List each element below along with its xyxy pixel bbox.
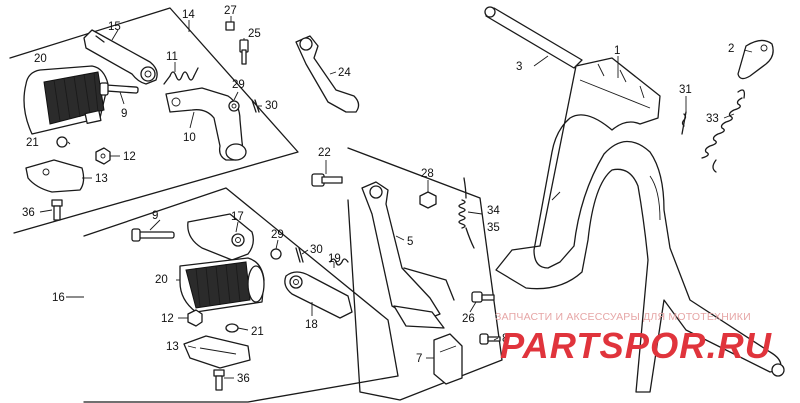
bolt-26	[471, 291, 495, 303]
label-part-17: 17	[231, 211, 244, 223]
label-part-1: 1	[614, 45, 620, 57]
label-part-20-lower: 20	[155, 274, 168, 286]
spring-19	[329, 258, 349, 266]
label-part-21-upper: 21	[26, 137, 39, 149]
washer-29-upper	[228, 100, 240, 112]
spring-33	[701, 89, 746, 173]
label-part-36-upper: 36	[22, 207, 35, 219]
label-part-11: 11	[166, 51, 178, 63]
label-part-3: 3	[516, 61, 522, 73]
plate-13-lower	[183, 335, 251, 369]
nut-12-upper	[95, 147, 111, 165]
label-part-21-lower: 21	[251, 326, 264, 338]
watermark-logo: PARTSPOR.RU	[500, 325, 772, 366]
panel-outline-16	[83, 187, 399, 403]
side-stand-5	[361, 181, 455, 329]
shaft-3	[484, 6, 583, 69]
collar-21-lower	[225, 323, 239, 333]
label-part-30-lower: 30	[310, 244, 323, 256]
nut-28	[419, 191, 437, 209]
label-part-13-lower: 13	[166, 341, 179, 353]
label-part-15: 15	[108, 21, 121, 33]
label-part-16: 16	[52, 292, 65, 304]
plate-13-upper-hole	[42, 168, 50, 176]
side-stand-panel	[347, 147, 503, 401]
leader-lines	[39, 16, 753, 379]
upper-left-assembly-panel	[9, 7, 299, 234]
label-part-8: 8	[502, 333, 508, 345]
label-part-34: 34	[487, 205, 500, 217]
footpeg-rubber-20-lower	[179, 257, 265, 313]
label-part-26: 26	[462, 313, 475, 325]
lower-left-assembly-panel	[66, 187, 399, 403]
nut-12-lower	[187, 309, 203, 327]
part-number-labels: 14 27 25 15 11 20 9 29 30 10 21 12 13 36…	[22, 5, 734, 385]
label-part-27: 27	[224, 5, 237, 17]
label-part-35: 35	[487, 222, 500, 234]
footpeg-bracket-15	[83, 29, 158, 85]
label-part-19: 19	[328, 253, 341, 265]
label-part-20-upper: 20	[34, 53, 47, 65]
spring-11	[163, 67, 199, 85]
label-part-30-upper: 30	[265, 100, 278, 112]
label-part-29-lower: 29	[271, 229, 284, 241]
stand-stopper-2	[737, 39, 774, 80]
nut-27	[225, 21, 235, 31]
label-part-33: 33	[706, 113, 719, 125]
spring-34	[458, 177, 475, 249]
watermark: ЗАПЧАСТИ И АКСЕССУАРЫ ДЛЯ МОТОТЕХНИКИ PA…	[495, 311, 772, 366]
washer-29-upper-hole	[231, 103, 237, 109]
pin-8	[479, 333, 501, 345]
label-part-31: 31	[679, 84, 692, 96]
label-part-29-upper: 29	[232, 79, 245, 91]
cotter-pin-30-upper	[251, 99, 260, 113]
washer-29-lower	[270, 248, 282, 260]
screw-36-lower	[213, 369, 225, 391]
pin-31-coil	[681, 113, 687, 127]
step-bar-18	[284, 271, 353, 319]
label-part-13-upper: 13	[95, 173, 108, 185]
label-part-18: 18	[305, 319, 318, 331]
label-part-5: 5	[407, 236, 413, 248]
footpeg-rubber-20	[23, 65, 109, 135]
label-part-22: 22	[318, 147, 331, 159]
label-part-12-upper: 12	[123, 151, 136, 163]
stand-rubber-7-edge	[439, 345, 457, 353]
label-part-9-lower: 9	[152, 210, 158, 222]
step-bar-10	[165, 87, 247, 161]
watermark-tagline: ЗАПЧАСТИ И АКСЕССУАРЫ ДЛЯ МОТОТЕХНИКИ	[495, 311, 751, 323]
main-stand-1	[495, 57, 785, 393]
pin-9-upper	[99, 82, 139, 96]
screw-36-upper	[51, 199, 63, 221]
label-part-24: 24	[338, 67, 351, 79]
label-part-25: 25	[248, 28, 261, 40]
label-part-14: 14	[182, 9, 195, 21]
plate-13-lower-edge	[199, 347, 237, 355]
label-part-2: 2	[728, 43, 734, 55]
bolt-22	[311, 173, 343, 187]
cotter-pin-30-lower	[295, 247, 304, 263]
kick-arm-24	[295, 35, 360, 113]
label-part-28: 28	[421, 168, 434, 180]
label-part-36-lower: 36	[237, 373, 250, 385]
label-part-12-lower: 12	[161, 313, 174, 325]
collar-21-upper	[56, 136, 68, 148]
bolt-25	[239, 39, 249, 65]
stand-rubber-7	[433, 333, 463, 385]
label-part-9-upper: 9	[121, 108, 127, 120]
pin-9-lower	[131, 228, 175, 242]
plate-13-upper	[25, 159, 85, 193]
label-part-10: 10	[183, 132, 196, 144]
label-part-7: 7	[416, 353, 422, 365]
